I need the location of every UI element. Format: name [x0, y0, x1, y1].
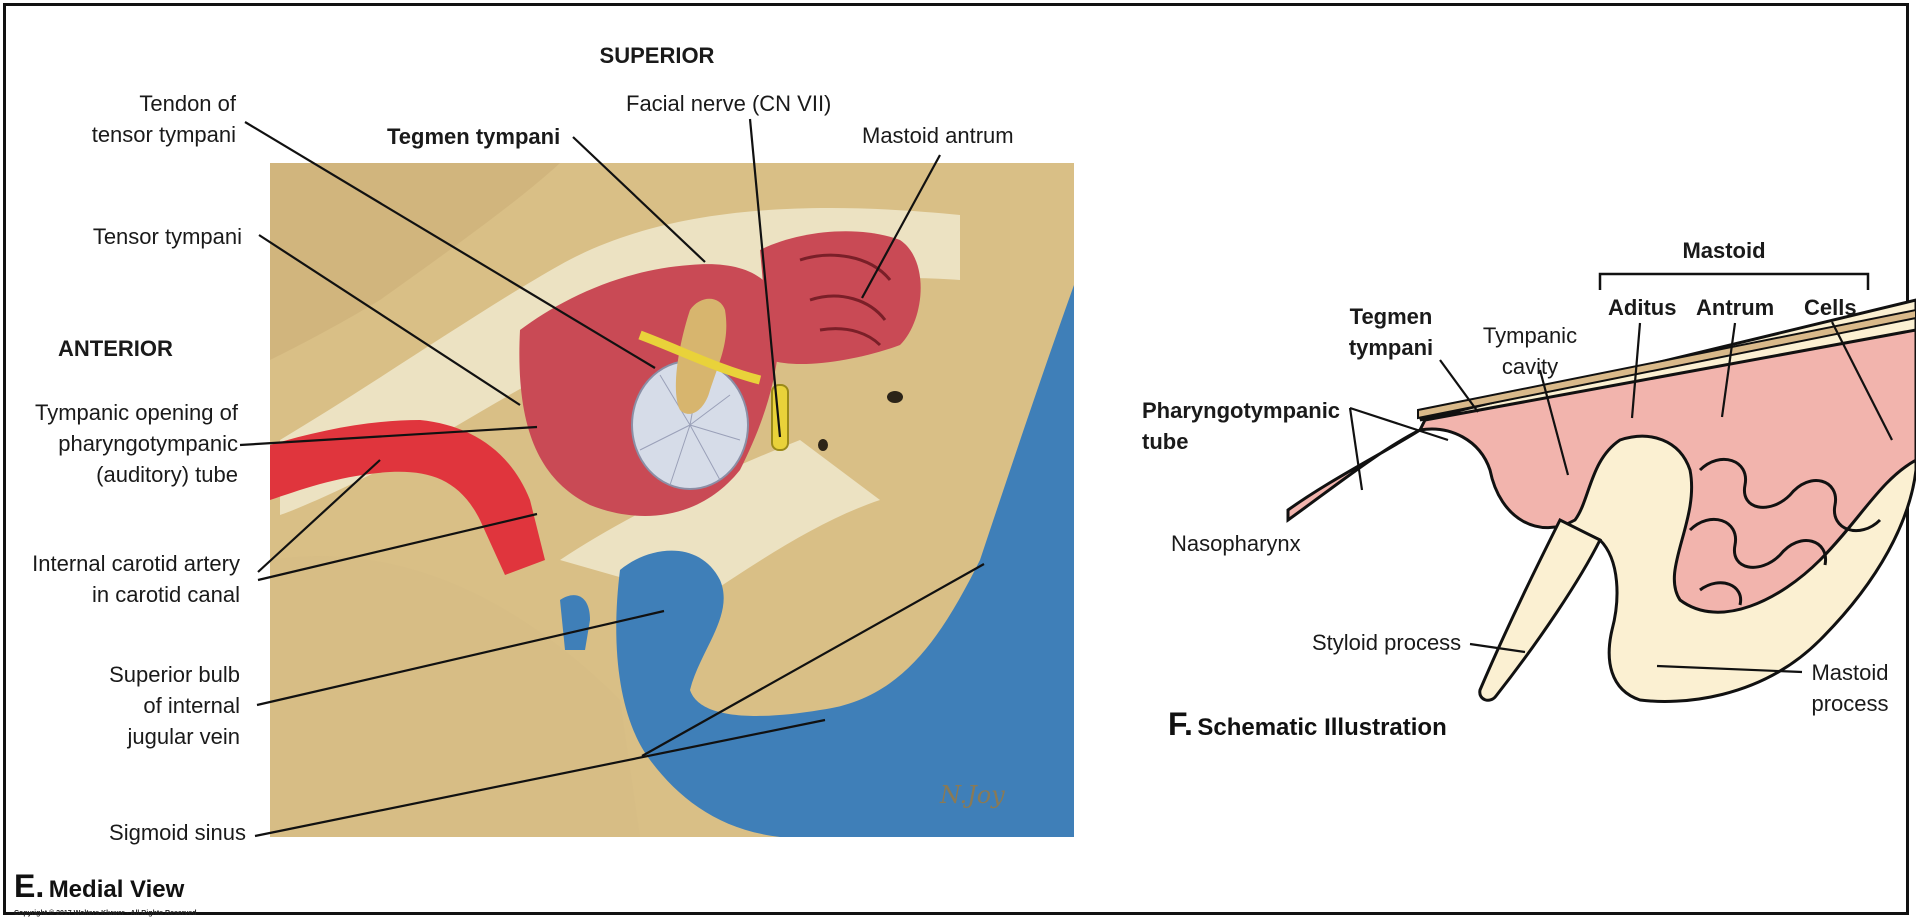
label-mastoid-process-1: Mastoid — [1800, 657, 1900, 688]
label-nasopharynx: Nasopharynx — [1171, 528, 1301, 559]
label-superior-bulb-2: of internal — [40, 690, 240, 721]
caption-e-letter: E. — [14, 868, 44, 904]
label-antrum: Antrum — [1696, 292, 1774, 323]
artist-signature: N.Joy — [940, 780, 1005, 811]
label-internal-carotid-1: Internal carotid artery — [10, 548, 240, 579]
caption-f-text: Schematic Illustration — [1197, 714, 1446, 741]
label-pharyngotympanic-2: tube — [1142, 426, 1188, 457]
label-facial-nerve: Facial nerve (CN VII) — [626, 88, 831, 119]
caption-e-text: Medial View — [49, 876, 185, 903]
label-mastoid-process-2: process — [1800, 688, 1900, 719]
caption-f-letter: F. — [1168, 706, 1193, 742]
label-tegmen-2: tympani — [1336, 332, 1446, 363]
copyright-notice: Copyright © 2017 Wolters Kluwer - All Ri… — [14, 910, 197, 917]
label-tympanic-cavity-2: cavity — [1472, 351, 1588, 382]
label-internal-carotid-2: in carotid canal — [10, 579, 240, 610]
label-superior-bulb-1: Superior bulb — [40, 659, 240, 690]
label-tympanic-opening-2: pharyngotympanic — [10, 428, 238, 459]
styloid-process-shape — [1480, 520, 1600, 700]
label-pharyngotympanic-1: Pharyngotympanic — [1142, 395, 1340, 426]
label-cells: Cells — [1804, 292, 1857, 323]
label-tegmen-1: Tegmen — [1336, 301, 1446, 332]
label-tegmen-tympani: Tegmen tympani — [387, 121, 560, 152]
label-tympanic-opening-1: Tympanic opening of — [10, 397, 238, 428]
mastoid-bracket — [1600, 274, 1868, 290]
label-aditus: Aditus — [1608, 292, 1676, 323]
label-tympanic-cavity-1: Tympanic — [1472, 320, 1588, 351]
medial-view-illustration — [270, 163, 1074, 837]
label-tympanic-opening-3: (auditory) tube — [10, 459, 238, 490]
label-sigmoid-sinus: Sigmoid sinus — [40, 817, 246, 848]
caption-f: F. Schematic Illustration — [1168, 706, 1447, 743]
label-superior-bulb-3: jugular vein — [40, 721, 240, 752]
label-styloid-process: Styloid process — [1312, 627, 1461, 658]
facial-nerve-shape — [772, 385, 788, 450]
label-superior: SUPERIOR — [582, 40, 732, 71]
label-anterior: ANTERIOR — [58, 333, 173, 364]
label-mastoid: Mastoid — [1664, 235, 1784, 266]
caption-e: E. Medial View — [14, 868, 184, 905]
label-tensor-tympani: Tensor tympani — [40, 221, 242, 252]
label-tendon-tensor-tympani-2: tensor tympani — [40, 119, 236, 150]
label-tendon-tensor-tympani-1: Tendon of — [40, 88, 236, 119]
label-mastoid-antrum: Mastoid antrum — [862, 120, 1014, 151]
